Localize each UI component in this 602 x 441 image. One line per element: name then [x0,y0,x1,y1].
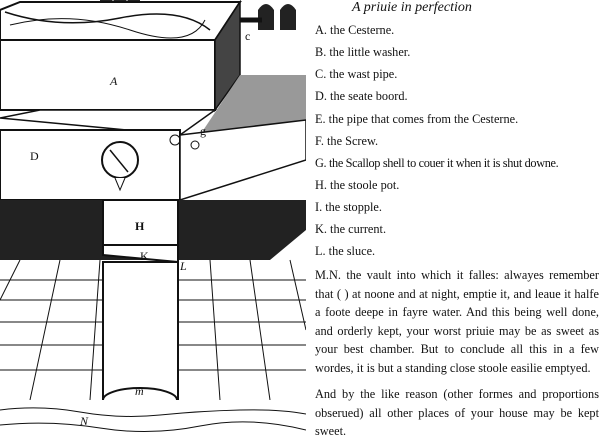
legend-item-e: E. the pipe that comes from the Cesterne… [315,112,519,126]
legend-item-a: A. the Cesterne. [315,23,395,37]
page-title: A priuie in perfection [352,0,472,15]
legend-item-i: I. the stopple. [315,200,382,214]
privy-woodcut-illustration: A c D g H K L m N [0,0,306,441]
label-h: H [135,219,145,233]
label-a: A [109,74,118,88]
legend-item-c: C. the wast pipe. [315,67,398,81]
label-d: D [30,149,39,163]
label-c: c [245,29,250,43]
cistern: A c [0,0,262,113]
paragraph-vault: M.N. the vault into which it falles: alw… [315,268,599,375]
paragraph-closing: And by the like reason (other formes and… [315,387,599,439]
legend-item-b: B. the little washer. [315,45,411,59]
label-g: g [200,124,206,138]
legend-item-f: F. the Screw. [315,134,379,148]
label-m: m [135,384,144,398]
label-l: L [179,259,187,273]
label-n: N [79,414,89,428]
legend-item-h: H. the stoole pot. [315,178,400,192]
legend-item-k: K. the current. [315,222,387,236]
side-wall [200,75,306,135]
window-right [258,4,296,30]
legend-item-l: L. the sluce. [315,244,376,258]
label-k: K [140,249,149,263]
legend-item-d: D. the seate boord. [315,89,408,103]
seat-board: D g [0,109,306,202]
vault-water: m N [0,384,306,441]
legend-item-g: G. the Scallop shell to couer it when it… [315,156,559,170]
stool-pot: H K L [102,199,187,431]
